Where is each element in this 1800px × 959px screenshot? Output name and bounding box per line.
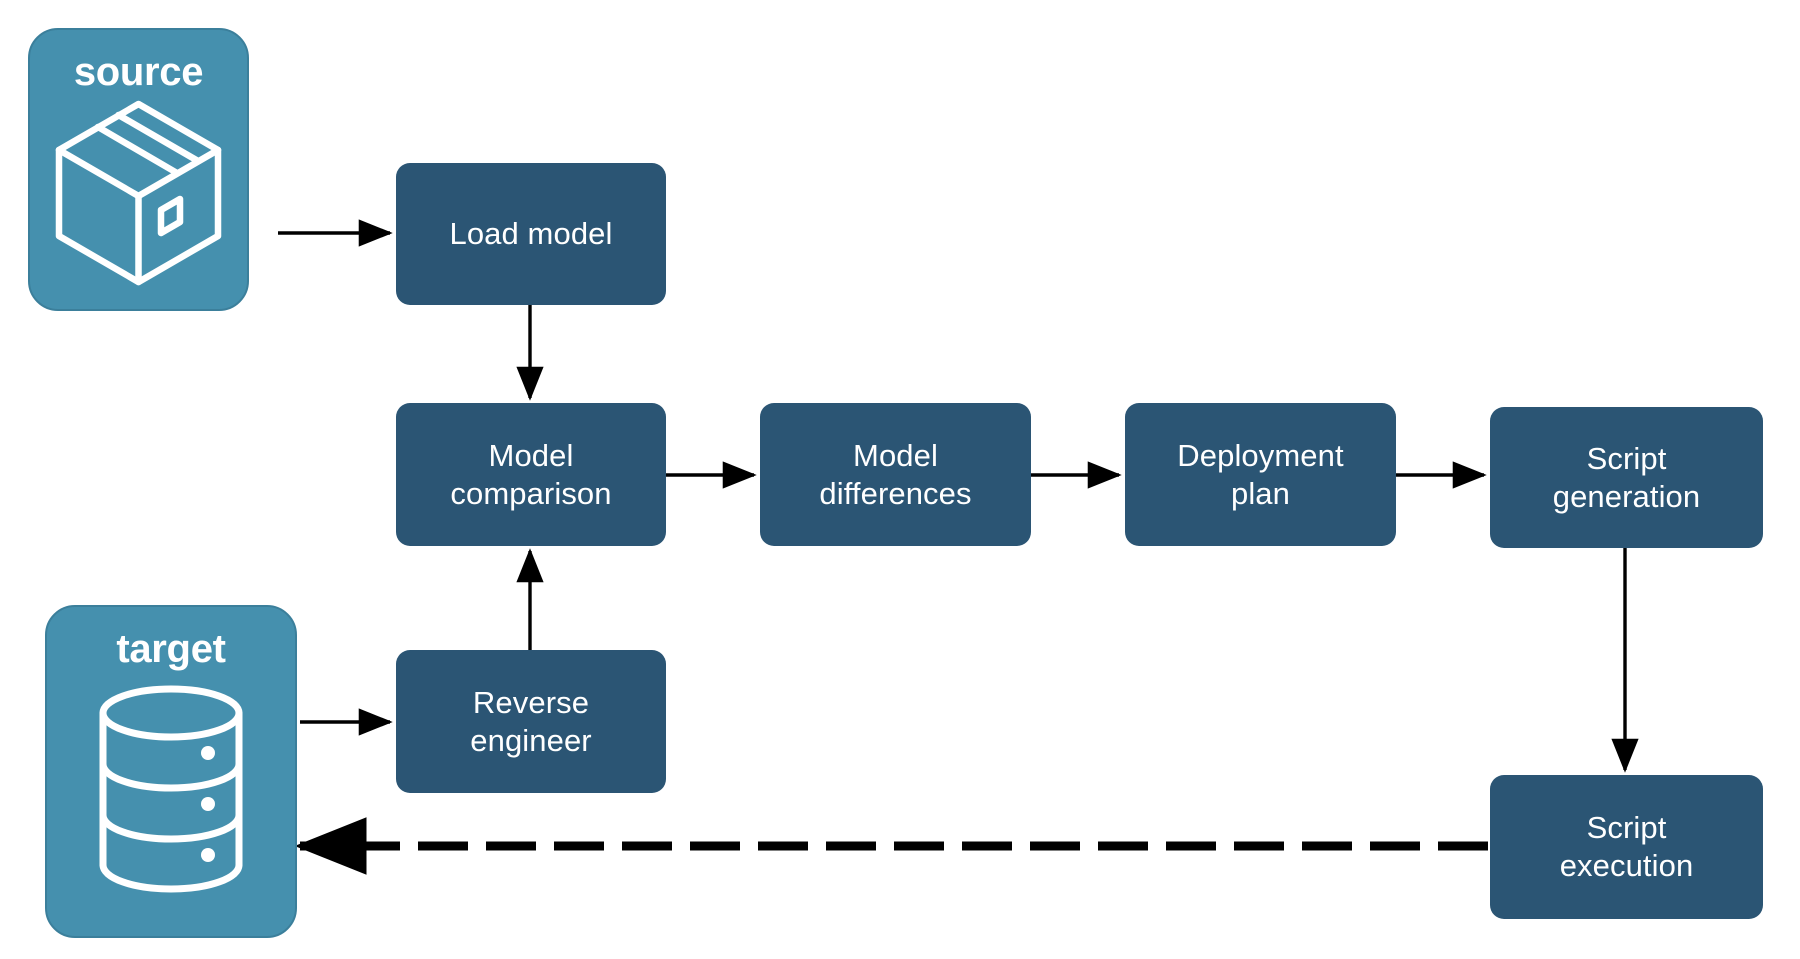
node-model-differences[interactable]: Model differences <box>760 403 1031 546</box>
node-label-model-differences: Model differences <box>819 437 972 511</box>
node-label-reverse-engineer: Reverse engineer <box>470 684 592 758</box>
endpoint-card-target[interactable]: target <box>45 605 297 938</box>
endpoint-label-source: source <box>73 50 204 94</box>
endpoint-card-source[interactable]: source <box>28 28 249 311</box>
node-deployment-plan[interactable]: Deployment plan <box>1125 403 1396 546</box>
node-label-deployment-plan: Deployment plan <box>1177 437 1344 511</box>
node-label-load-model: Load model <box>449 216 613 252</box>
node-label-script-generation: Script generation <box>1552 440 1701 514</box>
node-model-comparison[interactable]: Model comparison <box>396 403 666 546</box>
node-script-execution[interactable]: Script execution <box>1490 775 1763 919</box>
node-label-model-comparison: Model comparison <box>450 437 612 511</box>
package-box-icon <box>55 100 222 286</box>
node-label-script-execution: Script execution <box>1559 810 1694 883</box>
database-cylinder-icon <box>99 685 243 893</box>
node-reverse-engineer[interactable]: Reverse engineer <box>396 650 666 793</box>
endpoint-label-target: target <box>116 627 226 671</box>
node-script-generation[interactable]: Script generation <box>1490 407 1763 548</box>
node-load-model[interactable]: Load model <box>396 163 666 305</box>
